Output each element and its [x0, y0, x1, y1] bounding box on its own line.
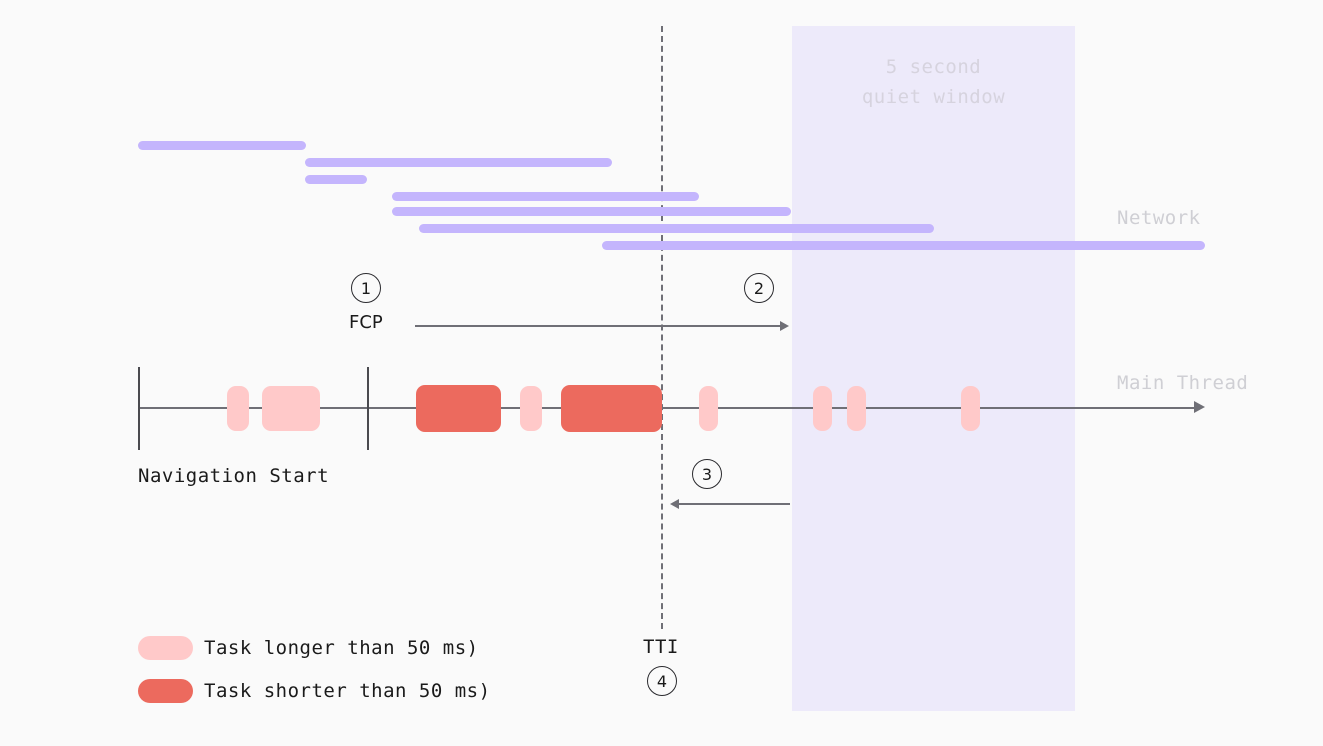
- timeline-tick: [367, 367, 369, 450]
- task-long-block: [227, 385, 249, 431]
- annotation-marker-3[interactable]: 3: [692, 459, 722, 489]
- legend-item: Task shorter than 50 ms): [138, 669, 491, 712]
- legend-label: Task shorter than 50 ms): [204, 679, 491, 702]
- task-short-block: [561, 384, 662, 432]
- legend-label: Task longer than 50 ms): [204, 636, 479, 659]
- network-request-bar: [392, 207, 791, 216]
- annotation-marker-1[interactable]: 1: [351, 273, 381, 303]
- task-long-block: [262, 385, 320, 431]
- task-long-block: [847, 385, 866, 431]
- timeline-tick: [138, 367, 140, 450]
- task-long-block: [520, 385, 542, 431]
- main-thread-axis: [138, 407, 1200, 409]
- main-thread-arrowhead-icon: [1194, 401, 1205, 413]
- tti-dashed-line: [661, 26, 663, 629]
- network-label: Network: [1117, 207, 1201, 229]
- fcp-label: FCP: [349, 312, 383, 333]
- main-thread-label: Main Thread: [1117, 372, 1249, 394]
- task-long-block: [699, 385, 718, 431]
- network-request-bar: [419, 224, 934, 233]
- task-long-block: [813, 385, 832, 431]
- legend-swatch: [138, 678, 193, 703]
- legend: Task longer than 50 ms) Task shorter than…: [138, 626, 491, 712]
- network-request-bar: [602, 241, 1205, 250]
- legend-item: Task longer than 50 ms): [138, 626, 491, 669]
- annotation-marker-2[interactable]: 2: [744, 273, 774, 303]
- quiet-window-label-line1: 5 second: [885, 56, 982, 78]
- annotation-marker-4[interactable]: 4: [647, 666, 677, 696]
- task-long-block: [961, 385, 980, 431]
- quiet-window-back-arrow: [679, 503, 790, 505]
- tti-label: TTI: [643, 636, 679, 658]
- navigation-start-label: Navigation Start: [138, 465, 330, 487]
- fcp-to-tti-arrow-head-icon: [780, 321, 789, 331]
- quiet-window-back-arrow-head-icon: [670, 499, 679, 509]
- network-request-bar: [305, 158, 612, 167]
- quiet-window-label: 5 second quiet window: [792, 52, 1075, 112]
- network-request-bar: [392, 192, 699, 201]
- quiet-window-label-line2: quiet window: [861, 86, 1006, 108]
- network-request-bar: [138, 141, 306, 150]
- legend-swatch: [138, 635, 193, 660]
- quiet-window-band: [792, 26, 1075, 711]
- fcp-to-tti-arrow: [415, 325, 780, 327]
- task-short-block: [416, 384, 501, 432]
- network-request-bar: [305, 175, 367, 184]
